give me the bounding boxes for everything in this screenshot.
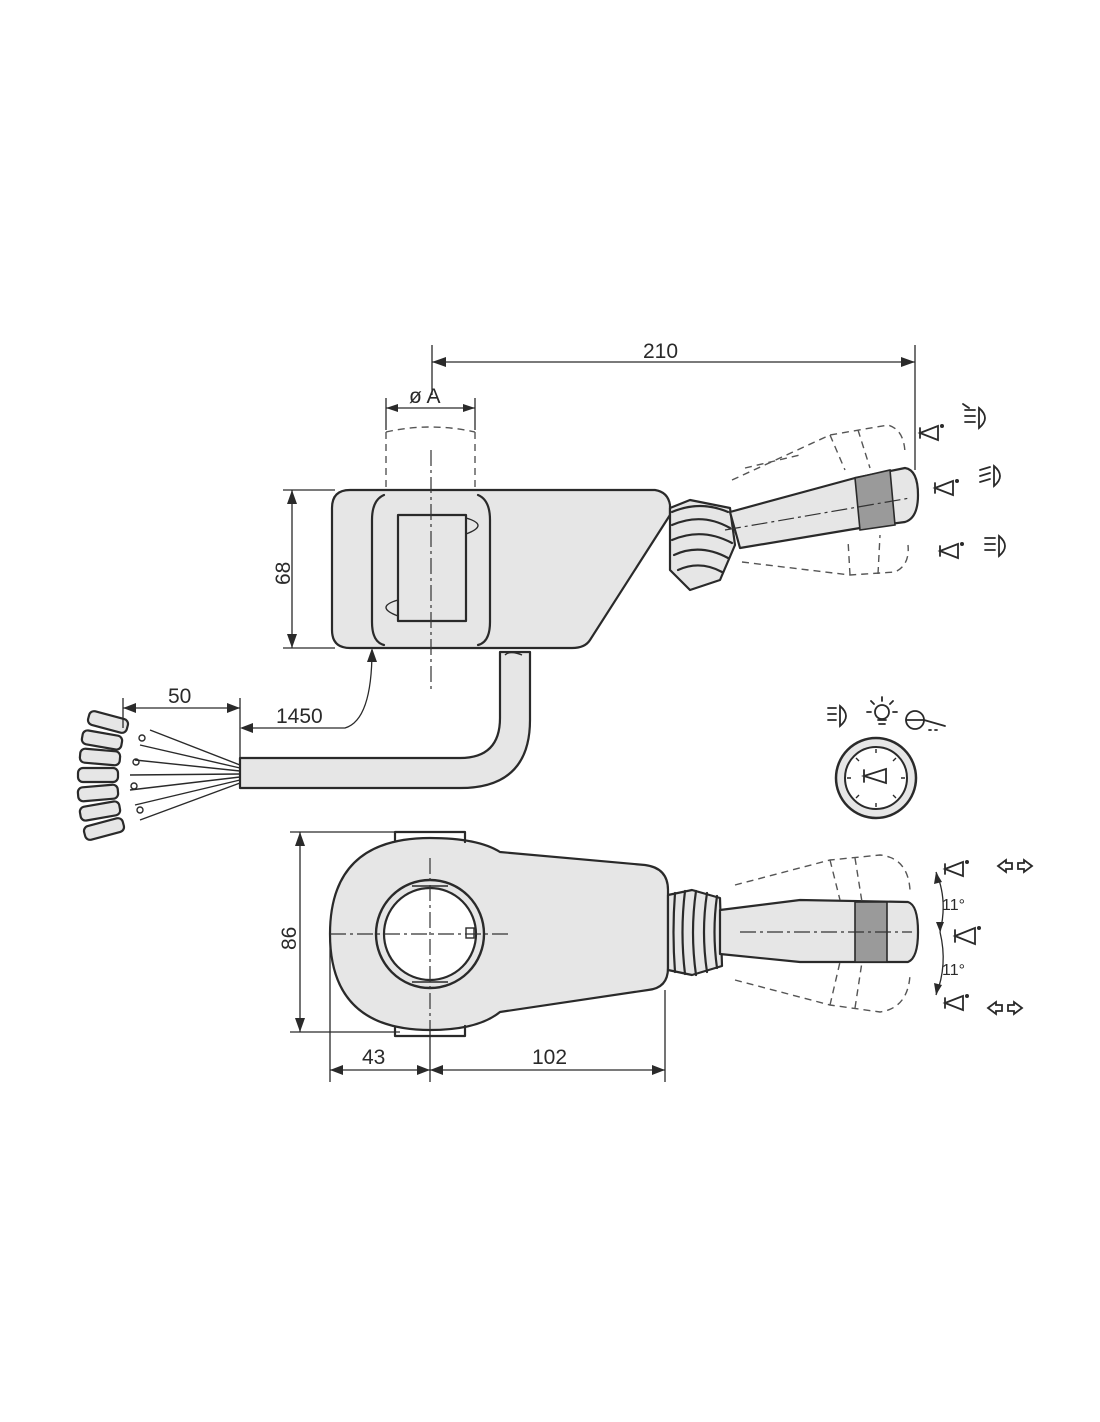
wire-bundle xyxy=(76,710,241,841)
turn-arrow-icon xyxy=(996,858,1034,874)
side-view: 210 ø A xyxy=(76,340,1006,841)
dimension-86: 86 xyxy=(278,831,400,1033)
dimension-label-50: 50 xyxy=(168,685,191,708)
dimension-label-210: 210 xyxy=(643,340,678,363)
control-dial xyxy=(827,696,946,820)
horn-icon xyxy=(932,479,959,497)
horn-icon xyxy=(917,424,944,442)
dimension-label-43: 43 xyxy=(362,1046,385,1069)
dimension-label-1450: 1450 xyxy=(276,705,323,728)
dimension-210: 210 xyxy=(431,340,916,470)
lever-stalk-top xyxy=(718,898,920,964)
symbols-side xyxy=(917,403,1006,560)
high-beam-icon xyxy=(962,403,986,430)
horn-icon xyxy=(952,926,981,946)
turn-arrow-icon xyxy=(986,1000,1024,1016)
cable xyxy=(238,650,532,790)
angle-label-down: 11° xyxy=(942,962,965,979)
symbols-top xyxy=(942,858,1034,1016)
dimension-43-102: 43 102 xyxy=(329,935,666,1082)
lever-positions-top xyxy=(734,854,911,1013)
dimension-50: 50 xyxy=(122,685,241,760)
dimension-68: 68 xyxy=(272,489,335,649)
wiper-icon xyxy=(905,710,946,731)
headlight-icon xyxy=(984,534,1006,558)
angle-dimension: 11° 11° xyxy=(934,871,965,996)
dimension-label-86: 86 xyxy=(278,927,301,950)
switch-housing xyxy=(330,488,672,650)
connector-terminals xyxy=(76,710,146,841)
horn-icon xyxy=(942,860,969,878)
dimension-label-68: 68 xyxy=(272,562,295,585)
rubber-boot-top xyxy=(666,888,724,977)
lever-stalk xyxy=(724,466,920,550)
horn-icon xyxy=(942,994,969,1012)
horn-icon xyxy=(861,767,887,785)
horn-icon xyxy=(937,542,964,560)
dimension-bore: ø A xyxy=(385,385,476,430)
lamp-icon xyxy=(866,696,898,725)
dimension-label-102: 102 xyxy=(532,1046,567,1069)
dimension-1450: 1450 xyxy=(240,648,377,733)
dimension-label-bore: ø A xyxy=(409,385,441,408)
top-view: 11° 11° xyxy=(278,830,1034,1082)
low-beam-icon xyxy=(979,464,1001,488)
angle-label-up: 11° xyxy=(942,897,965,914)
rubber-boot xyxy=(668,498,737,592)
headlight-icon xyxy=(827,704,847,728)
lever-positions xyxy=(731,424,909,576)
